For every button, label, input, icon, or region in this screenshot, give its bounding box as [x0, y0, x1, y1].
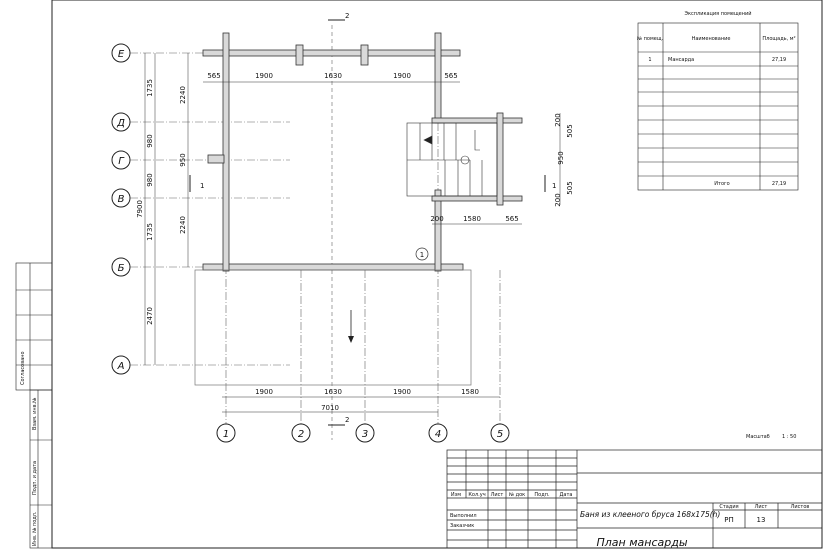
dim-stair-bottom: 1580 [463, 215, 481, 223]
dim-left-mid: 980 [146, 173, 154, 186]
section-mark-top: 2 [345, 12, 349, 20]
axis-number: 3 [362, 429, 368, 440]
section-marks [189, 19, 546, 426]
stamp-project-name: Баня из клееного бруса 168х175(h) [580, 510, 720, 519]
dim-left-mid: 1735 [146, 223, 154, 241]
stamp-header: Кол.уч [468, 492, 485, 498]
section-mark-left: 1 [200, 182, 204, 190]
side-stamp-label: Инв. № подл. [32, 511, 38, 546]
dim-left-inner: 2240 [179, 86, 187, 104]
room-schedule-table [637, 22, 799, 191]
dim-stair-right: 505 [566, 124, 574, 137]
number-axis-markers: 1 2 3 4 5 [216, 423, 510, 443]
stamp-header: Изм [451, 492, 461, 498]
axis-number: 1 [223, 429, 229, 440]
dim-left-mid: 2470 [146, 307, 154, 325]
stamp-role: Заказчик [450, 523, 474, 529]
dim-top: 565 [444, 72, 457, 80]
side-stamp-label: Согласовано [20, 351, 26, 385]
stamp-stage-header: Лист [755, 504, 768, 510]
section-mark-bottom: 2 [345, 416, 349, 424]
room-table-cell: Мансарда [668, 57, 694, 63]
stamp-sheet-title: План мансарды [596, 536, 687, 549]
axis-letter: Д [116, 118, 125, 129]
dim-top: 565 [207, 72, 220, 80]
dim-stair-small: 200 [554, 113, 562, 126]
room-table-header: Наименование [692, 36, 731, 42]
dimension-lines [144, 53, 561, 413]
letter-axis-markers: Е Д Г В Б А [111, 43, 131, 375]
room-table-title: Экспликация помещений [684, 10, 751, 17]
room-marker: 1 [420, 251, 424, 259]
axis-letter: Е [118, 49, 125, 60]
title-block [446, 449, 823, 549]
axis-number: 2 [298, 429, 304, 440]
section-mark-right: 1 [552, 182, 556, 190]
dim-overall-width: 7010 [321, 404, 339, 412]
axis-number: 5 [497, 429, 503, 440]
room-table-cell: 1 [648, 57, 651, 63]
scale-value: 1 : 50 [782, 434, 796, 440]
room-table-total-value: 27,19 [772, 181, 786, 187]
dim-left-mid: 980 [146, 134, 154, 147]
dim-top: 1900 [393, 72, 411, 80]
stamp-stage: РП [724, 516, 734, 524]
room-table-cell: 27,19 [772, 57, 786, 63]
dim-stair-right: 505 [566, 181, 574, 194]
dim-top: 1630 [324, 72, 342, 80]
side-stamp-label: Подп. и дата [32, 461, 38, 495]
dim-bottom: 1580 [461, 388, 479, 396]
dim-bottom: 1900 [255, 388, 273, 396]
dim-left-inner: 2240 [179, 216, 187, 234]
side-stamp [15, 262, 53, 549]
room-table-total-label: Итого [714, 181, 729, 187]
stamp-stage-header: Стадия [719, 504, 738, 510]
stamp-header: № док [509, 492, 525, 498]
walls [202, 32, 523, 272]
direction-arrow [348, 310, 354, 343]
stamp-stage-header: Листов [791, 504, 810, 510]
side-stamp-label: Взам. инв.№ [32, 397, 38, 430]
stamp-sheet-number: 13 [757, 516, 766, 524]
stamp-header: Подп. [534, 492, 550, 498]
dim-stair-bottom: 565 [505, 215, 518, 223]
axis-number: 4 [435, 429, 441, 440]
room-table-header: № помещ. [637, 36, 664, 42]
dim-bottom: 1630 [324, 388, 342, 396]
dim-left-inner: 950 [179, 153, 187, 166]
stamp-role: Выполнил [450, 513, 477, 519]
dim-stair-right: 950 [557, 151, 565, 164]
dim-left-mid: 1735 [146, 79, 154, 97]
dim-stair-small: 200 [554, 193, 562, 206]
dim-top: 1900 [255, 72, 273, 80]
scale-label: Масштаб [746, 434, 770, 440]
terrace-outline [194, 269, 472, 386]
dim-stair-bottom: 200 [430, 215, 443, 223]
axis-letter: Б [118, 263, 125, 274]
stamp-header: Лист [491, 492, 504, 498]
dim-bottom: 1900 [393, 388, 411, 396]
axis-letter: А [117, 361, 125, 372]
staircase [406, 122, 498, 197]
room-table-header: Площадь, м² [762, 36, 795, 42]
axis-letter: В [118, 194, 125, 205]
dim-left-total: 7900 [136, 200, 144, 218]
axis-letter: Г [118, 156, 125, 167]
stamp-header: Дата [560, 492, 573, 498]
